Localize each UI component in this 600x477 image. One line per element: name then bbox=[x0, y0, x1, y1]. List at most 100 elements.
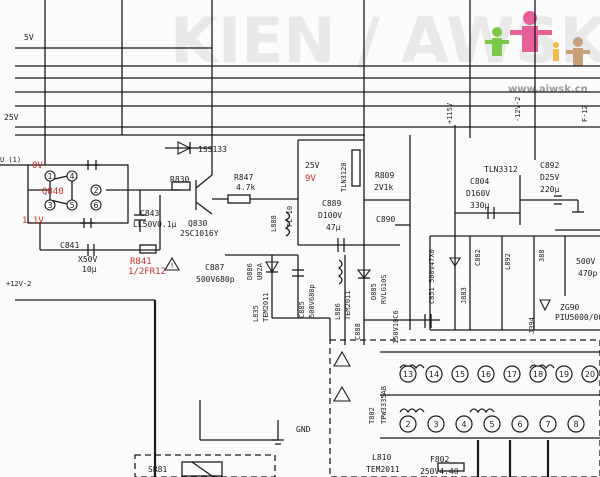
lower-middle-components: C887 500V680p D886 U02A L835 TEM2011 C88… bbox=[196, 245, 440, 345]
svg-text:TEM2011: TEM2011 bbox=[262, 292, 270, 322]
svg-text:R809: R809 bbox=[375, 171, 394, 180]
svg-text:F-12: F-12 bbox=[581, 105, 589, 122]
svg-text:-12V-2: -12V-2 bbox=[514, 97, 522, 122]
svg-text:D100V: D100V bbox=[318, 211, 342, 220]
svg-text:L835: L835 bbox=[252, 305, 260, 322]
svg-text:C892: C892 bbox=[540, 161, 559, 170]
top-pin-number: 19 bbox=[559, 370, 569, 379]
gnd-label: GND bbox=[296, 425, 311, 434]
svg-text:C841: C841 bbox=[60, 241, 79, 250]
t802-transformer: T802 TPW3335AB L810 TEM2011 F802 250V4.4… bbox=[329, 339, 600, 477]
svg-text:L886: L886 bbox=[334, 303, 342, 320]
svg-text:2SC1016Y: 2SC1016Y bbox=[180, 229, 219, 238]
bottom-pin-number: 8 bbox=[573, 420, 578, 429]
svg-text:500V680p: 500V680p bbox=[196, 275, 235, 284]
q840-v-bottom: 1.1V bbox=[22, 216, 44, 226]
svg-text:C804: C804 bbox=[470, 177, 489, 186]
svg-text:10μ: 10μ bbox=[82, 265, 97, 274]
svg-text:U02A: U02A bbox=[256, 262, 264, 280]
svg-text:1: 1 bbox=[47, 172, 52, 181]
top-pin-circle bbox=[451, 365, 469, 383]
bottom-pin-circle bbox=[399, 415, 417, 433]
bottom-pin-circle bbox=[427, 415, 445, 433]
bottom-pin-circle bbox=[483, 415, 501, 433]
top-pin-circle bbox=[399, 365, 417, 383]
rail-labels: 5V 25V U (1) +12V-2 bbox=[0, 33, 34, 288]
svg-text:500V680p: 500V680p bbox=[308, 284, 316, 318]
svg-text:C889: C889 bbox=[322, 199, 341, 208]
svg-text:2: 2 bbox=[93, 186, 98, 195]
svg-text:1/2FR12: 1/2FR12 bbox=[128, 267, 166, 277]
svg-text:ZG90: ZG90 bbox=[560, 303, 579, 312]
bottom-pin-number: 7 bbox=[545, 420, 550, 429]
svg-text:C851 500V47X0: C851 500V47X0 bbox=[428, 249, 436, 304]
svg-text:TPW3335AB: TPW3335AB bbox=[380, 386, 388, 424]
top-pin-number: 20 bbox=[585, 370, 595, 379]
svg-text:TLN3312: TLN3312 bbox=[484, 165, 518, 174]
svg-text:L892: L892 bbox=[504, 253, 512, 270]
svg-text:C882: C882 bbox=[474, 249, 482, 266]
svg-text:J394: J394 bbox=[528, 317, 536, 334]
svg-text:X50V: X50V bbox=[78, 255, 97, 264]
svg-text:4.7k: 4.7k bbox=[236, 183, 255, 192]
c889-region: 25V 9V L888 FL-10 C889 D100V 47μ TLN3120… bbox=[270, 135, 411, 330]
svg-text:L888: L888 bbox=[270, 215, 278, 232]
top-pin-circle bbox=[425, 365, 443, 383]
svg-text:6: 6 bbox=[93, 201, 98, 210]
top-pin-circle bbox=[477, 365, 495, 383]
gnd-sr81-region: GND SR81 bbox=[134, 400, 311, 477]
bottom-pin-circle bbox=[539, 415, 557, 433]
q840-transistor-block: 1 4 2 3 5 6 0V Q840 1.1V bbox=[22, 160, 129, 228]
svg-text:T802: T802 bbox=[368, 407, 376, 424]
bottom-pin-circle bbox=[511, 415, 529, 433]
input-u1-label: U (1) bbox=[0, 156, 21, 164]
top-pin-number: 18 bbox=[533, 370, 543, 379]
svg-text:D25V: D25V bbox=[540, 173, 559, 182]
svg-text:LL50V0.1μ: LL50V0.1μ bbox=[133, 220, 177, 229]
c841-r841-branch: C841 X50V 10μ R841 1/2FR12 ! bbox=[39, 195, 180, 277]
sr81-label: SR81 bbox=[148, 465, 167, 474]
watermark-logo: KIEN / AWSK www.aiwsk.cn bbox=[170, 4, 600, 95]
svg-text:D886: D886 bbox=[246, 263, 254, 280]
svg-text:F802: F802 bbox=[430, 455, 449, 464]
top-pin-circle bbox=[555, 365, 573, 383]
svg-text:TLN3120: TLN3120 bbox=[340, 162, 348, 192]
svg-text:47μ: 47μ bbox=[326, 223, 341, 232]
q840-label: Q840 bbox=[42, 187, 64, 197]
svg-text:2V1k: 2V1k bbox=[374, 183, 393, 192]
svg-text:220μ: 220μ bbox=[540, 185, 559, 194]
watermark-url: www.aiwsk.cn bbox=[508, 84, 588, 95]
top-pin-circle bbox=[529, 365, 547, 383]
svg-text:9V: 9V bbox=[305, 174, 316, 184]
right-supply-components: +115V -12V-2 F-12 C804 D160V 330μ TLN331… bbox=[428, 97, 600, 334]
svg-text:4: 4 bbox=[69, 172, 74, 181]
svg-text:C887: C887 bbox=[205, 263, 224, 272]
svg-text:25V: 25V bbox=[305, 161, 320, 170]
svg-text:5: 5 bbox=[69, 201, 74, 210]
top-pin-number: 16 bbox=[481, 370, 491, 379]
rail-5v-label: 5V bbox=[24, 33, 34, 42]
top-pin-number: 14 bbox=[429, 370, 439, 379]
svg-text:C888: C888 bbox=[354, 323, 362, 340]
svg-text:RVLG10S: RVLG10S bbox=[380, 274, 388, 304]
top-pin-circle bbox=[581, 365, 599, 383]
svg-text:R830: R830 bbox=[170, 175, 189, 184]
bottom-pin-number: 2 bbox=[405, 420, 410, 429]
svg-text:150V10C6: 150V10C6 bbox=[392, 310, 400, 344]
svg-text:D160V: D160V bbox=[466, 189, 490, 198]
svg-text:D885: D885 bbox=[370, 283, 378, 300]
svg-text:R847: R847 bbox=[234, 173, 253, 182]
svg-text:C890: C890 bbox=[376, 215, 395, 224]
svg-text:J883: J883 bbox=[460, 287, 468, 304]
svg-text:TEM2011: TEM2011 bbox=[366, 465, 400, 474]
svg-text:388: 388 bbox=[538, 249, 546, 262]
top-pin-number: 15 bbox=[455, 370, 465, 379]
svg-text:330μ: 330μ bbox=[470, 201, 489, 210]
bottom-pin-number: 3 bbox=[433, 420, 438, 429]
bottom-pin-number: 6 bbox=[517, 420, 522, 429]
